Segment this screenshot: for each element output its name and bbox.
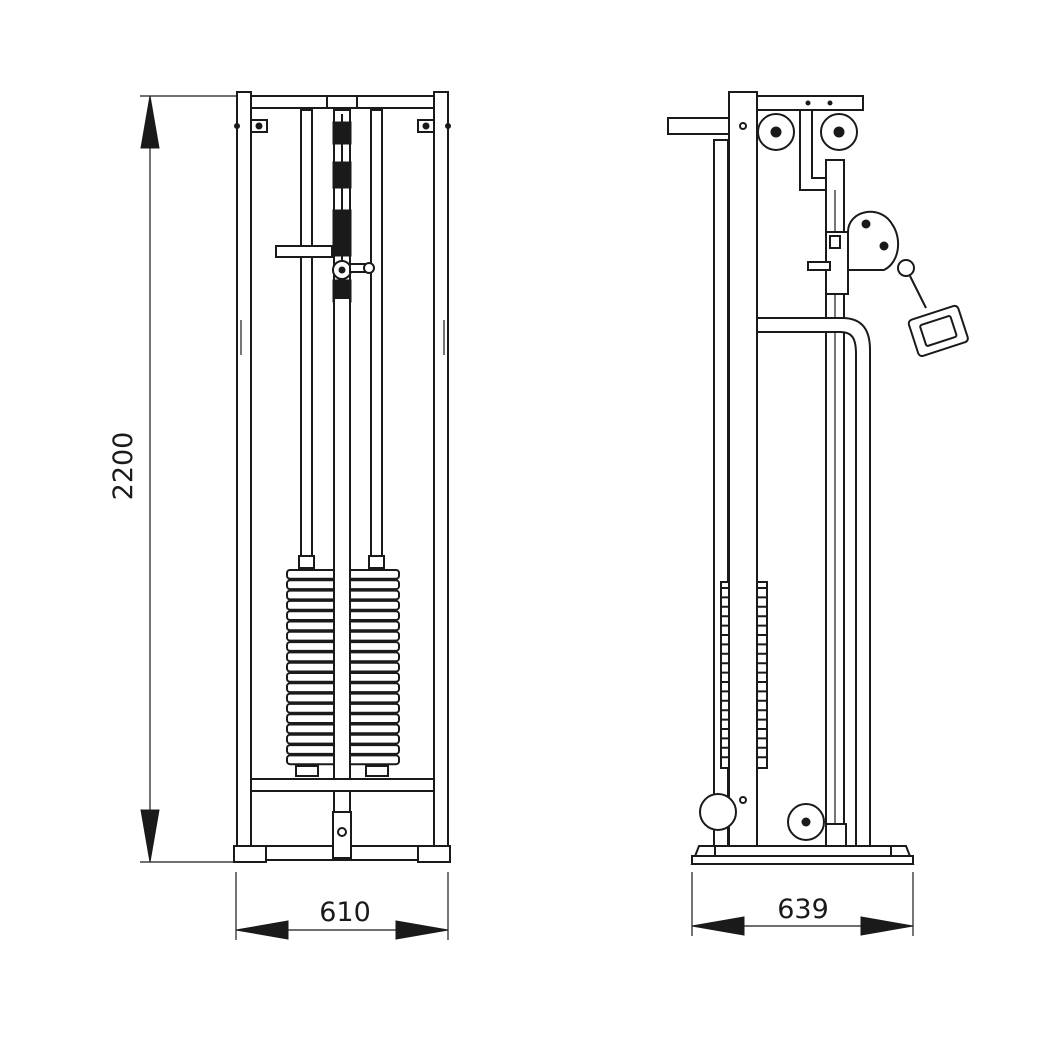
side-top-pulley-1-axle bbox=[770, 126, 782, 138]
front-left-guide-rod bbox=[300, 109, 313, 569]
side-upright-bolt-bottom bbox=[739, 796, 747, 804]
front-lower-crossbar bbox=[250, 778, 435, 792]
front-left-foot bbox=[233, 845, 267, 863]
front-width-label: 610 bbox=[319, 897, 371, 928]
front-left-bolt-head bbox=[234, 123, 240, 129]
side-depth-label: 639 bbox=[777, 894, 829, 925]
side-base-rail bbox=[714, 845, 892, 857]
side-depth-arrow-right bbox=[860, 916, 914, 936]
front-left-bracket-bolt bbox=[255, 122, 263, 130]
front-width-arrow-right bbox=[395, 920, 449, 940]
side-pullup-bar bbox=[667, 117, 731, 135]
front-left-upright bbox=[236, 91, 252, 861]
front-right-bracket-bolt bbox=[422, 122, 430, 130]
front-cable-pulley-axle bbox=[338, 266, 346, 274]
front-view bbox=[233, 91, 451, 863]
front-right-foot bbox=[417, 845, 451, 863]
side-pulley-arm bbox=[847, 210, 900, 271]
front-selector-rod bbox=[333, 297, 351, 859]
front-right-guide-rod bbox=[370, 109, 383, 569]
front-selector-handle bbox=[275, 245, 333, 258]
front-cable-clamp-2 bbox=[332, 161, 352, 189]
front-right-bolt-head bbox=[445, 123, 451, 129]
side-carriage-clamp bbox=[829, 235, 841, 249]
side-base-plate bbox=[691, 855, 914, 865]
side-handle-chain bbox=[909, 275, 927, 309]
front-left-rod-collar bbox=[298, 555, 315, 569]
side-top-plate-bolt-1 bbox=[805, 100, 811, 106]
side-bottom-bracket bbox=[825, 823, 847, 847]
side-depth-arrow-left bbox=[691, 916, 745, 936]
front-top-pulley-housing bbox=[326, 95, 358, 109]
front-right-upright bbox=[433, 91, 449, 861]
side-bottom-pulley-axle bbox=[801, 817, 811, 827]
front-left-stack-bumper bbox=[295, 765, 319, 777]
side-upright-bolt-top bbox=[739, 122, 747, 130]
front-bottom-pulley-bolt bbox=[337, 827, 347, 837]
side-pulley-arm-bolt bbox=[861, 219, 871, 229]
height-label: 2200 bbox=[108, 432, 139, 501]
side-bottom-pulley-rear bbox=[699, 793, 737, 831]
front-pin-knob bbox=[363, 262, 375, 274]
side-curved-guide bbox=[756, 317, 871, 847]
side-view bbox=[667, 91, 969, 865]
front-right-rod-collar bbox=[368, 555, 385, 569]
height-dimension: 2200 bbox=[108, 95, 236, 863]
side-main-upright bbox=[728, 91, 758, 849]
side-pulley-arm-axle bbox=[879, 241, 889, 251]
height-arrow-top bbox=[140, 95, 160, 149]
front-cable-clamp-3 bbox=[332, 209, 352, 257]
side-carriage-pin bbox=[807, 261, 831, 271]
side-depth-dimension: 639 bbox=[691, 872, 914, 936]
side-cable-handle bbox=[907, 304, 969, 358]
height-arrow-bottom bbox=[140, 809, 160, 863]
side-swivel bbox=[897, 259, 915, 277]
side-top-plate-bolt-2 bbox=[827, 100, 833, 106]
side-pulley-bracket bbox=[799, 109, 827, 191]
front-right-stack-bumper bbox=[365, 765, 389, 777]
front-cable-clamp-1 bbox=[332, 121, 352, 145]
front-width-dimension: 610 bbox=[235, 872, 449, 940]
front-width-arrow-left bbox=[235, 920, 289, 940]
side-top-pulley-2-axle bbox=[833, 126, 845, 138]
